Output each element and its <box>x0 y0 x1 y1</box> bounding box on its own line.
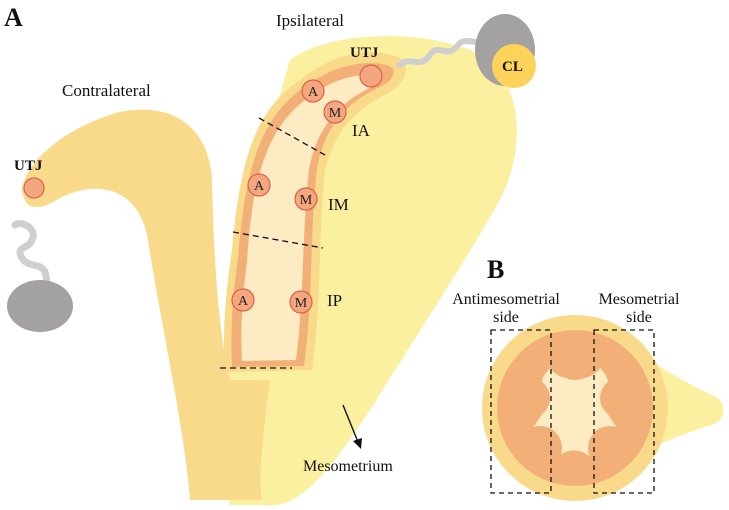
divider-ia-im <box>258 117 326 156</box>
label-ip: IP <box>327 291 342 310</box>
oviduct-right <box>397 35 489 68</box>
cross-section-lobe-left <box>510 378 550 418</box>
mesometrium-arrow <box>342 404 359 443</box>
cross-section-lobe-right <box>600 378 640 418</box>
mesometrial-side-box <box>593 329 655 494</box>
label-contralateral: Contralateral <box>62 81 151 100</box>
marker-ia-m: M <box>323 100 347 124</box>
svg-text:A: A <box>238 294 249 309</box>
panel-a-letter: A <box>4 3 23 32</box>
label-mesometrium: Mesometrium <box>303 458 393 475</box>
marker-ip-m: M <box>289 290 313 314</box>
label-ia: IA <box>352 121 371 140</box>
label-im: IM <box>328 195 349 214</box>
svg-text:M: M <box>300 193 313 208</box>
utj-circle-ipsilateral <box>359 64 383 88</box>
panel-b-letter: B <box>487 255 504 284</box>
ovary-left <box>7 280 73 332</box>
label-utj-ipsilateral: UTJ <box>350 45 379 61</box>
label-mesometrial: Mesometrial <box>599 291 680 308</box>
contralateral-horn <box>22 109 270 500</box>
svg-text:M: M <box>295 296 308 311</box>
oviduct-left <box>11 220 56 296</box>
label-cl: CL <box>502 59 523 75</box>
cross-section-lobe-top <box>551 332 599 380</box>
marker-im-m: M <box>294 187 318 211</box>
label-utj-contralateral: UTJ <box>14 158 43 174</box>
utj-circle-contralateral <box>23 177 45 199</box>
svg-text:A: A <box>254 179 265 194</box>
svg-text:A: A <box>308 85 319 100</box>
label-antimesometrial: Antimesometrial <box>452 291 560 308</box>
svg-text:M: M <box>329 106 342 121</box>
mesometrium-arrow-head <box>353 438 362 449</box>
marker-im-a: A <box>247 173 271 197</box>
label-antimesometrial-side: side <box>493 309 519 326</box>
marker-ip-a: A <box>231 288 255 312</box>
divider-im-ip <box>232 231 324 249</box>
label-ipsilateral: Ipsilateral <box>276 11 344 30</box>
antimesometrial-side-box <box>490 329 552 494</box>
cross-section-lobe-bottom-right <box>588 426 632 470</box>
label-mesometrial-side: side <box>626 309 652 326</box>
corpus-luteum <box>492 44 536 88</box>
marker-ia-a: A <box>301 79 325 103</box>
uterine-lumen <box>241 75 379 361</box>
cross-section-lobe-bottom-left <box>518 426 562 470</box>
